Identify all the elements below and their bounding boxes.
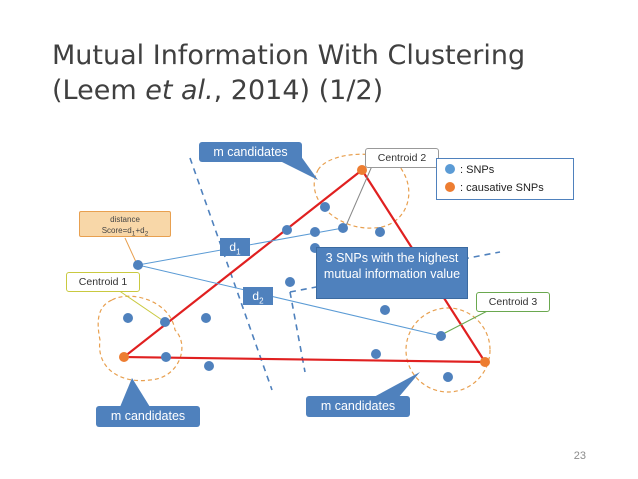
causative-snp-dot — [119, 352, 129, 362]
m-candidates-bottom-mid: m candidates — [306, 396, 410, 417]
centroid-2-label: Centroid 2 — [365, 148, 439, 168]
pointer-distance — [124, 237, 137, 263]
snp-dot — [436, 331, 446, 341]
cluster-outline-left — [97, 295, 183, 382]
d2-label: d2 — [243, 287, 273, 305]
snp-dot — [160, 317, 170, 327]
distance-line-d2 — [137, 264, 442, 337]
d1-label-sub: 1 — [236, 247, 241, 257]
snp-dot — [310, 227, 320, 237]
title-line-1: Mutual Information With Clustering — [52, 40, 526, 71]
distance-score-sub-2: 2 — [144, 230, 149, 238]
centroid-1-label: Centroid 1 — [66, 272, 140, 292]
legend-snps-label: : SNPs — [460, 164, 495, 176]
distance-score-line-2: Score=d1+d2 — [80, 225, 170, 240]
pointer-centroid-2 — [344, 165, 373, 229]
snp-legend-icon — [445, 164, 455, 174]
snp-dot — [204, 361, 214, 371]
snp-dots — [123, 202, 453, 382]
snp-dot — [320, 202, 330, 212]
m-candidates-bottom-left: m candidates — [96, 406, 200, 427]
cluster-outline-right — [405, 307, 491, 393]
title-line-2-em: et al. — [145, 75, 214, 106]
pointer-centroid-1 — [117, 289, 166, 323]
snp-dot — [133, 260, 143, 270]
causative-snp-dot — [357, 165, 367, 175]
distance-score-plus: +d — [135, 226, 145, 235]
legend-row-causative: : causative SNPs — [445, 180, 544, 196]
legend-row-snps: : SNPs — [445, 162, 494, 178]
distance-score-text: Score=d — [101, 226, 132, 235]
page-number: 23 — [573, 450, 586, 462]
causative-snp-dot — [480, 357, 490, 367]
d2-label-sub: 2 — [259, 296, 264, 306]
pointer-bottom-mid-candidates — [372, 372, 420, 398]
d1-label: d1 — [220, 238, 250, 256]
snp-dot — [285, 277, 295, 287]
snp-dot — [201, 313, 211, 323]
snp-dot — [380, 305, 390, 315]
slide-title: Mutual Information With Clustering (Leem… — [52, 38, 612, 108]
title-line-2-post: , 2014) (1/2) — [213, 75, 384, 106]
d2-label-text: d — [252, 289, 260, 303]
title-line-2: (Leem et al., 2014) (1/2) — [52, 73, 612, 108]
legend-causative-label: : causative SNPs — [460, 182, 544, 194]
distance-score-line-1: distance — [110, 215, 140, 224]
distance-score-sub-1: 1 — [131, 230, 136, 238]
snp-dot — [161, 352, 171, 362]
distance-score-box: distance Score=d1+d2 — [79, 211, 171, 240]
snp-dot — [371, 349, 381, 359]
legend: : SNPs : causative SNPs — [436, 158, 574, 200]
centroid-3-label: Centroid 3 — [476, 292, 550, 312]
m-candidates-top: m candidates — [199, 142, 302, 162]
title-line-2-pre: (Leem — [52, 75, 146, 106]
snp-dot — [282, 225, 292, 235]
causative-snp-dots — [119, 165, 490, 367]
snp-dot — [338, 223, 348, 233]
snp-dot — [123, 313, 133, 323]
d1-label-text: d — [229, 240, 237, 254]
snp-dot — [443, 372, 453, 382]
snp-dot — [375, 227, 385, 237]
highest-mi-note: 3 SNPs with the highest mutual informati… — [316, 247, 468, 299]
causative-snp-legend-icon — [445, 182, 455, 192]
pointer-bottom-left-candidates — [120, 378, 150, 407]
